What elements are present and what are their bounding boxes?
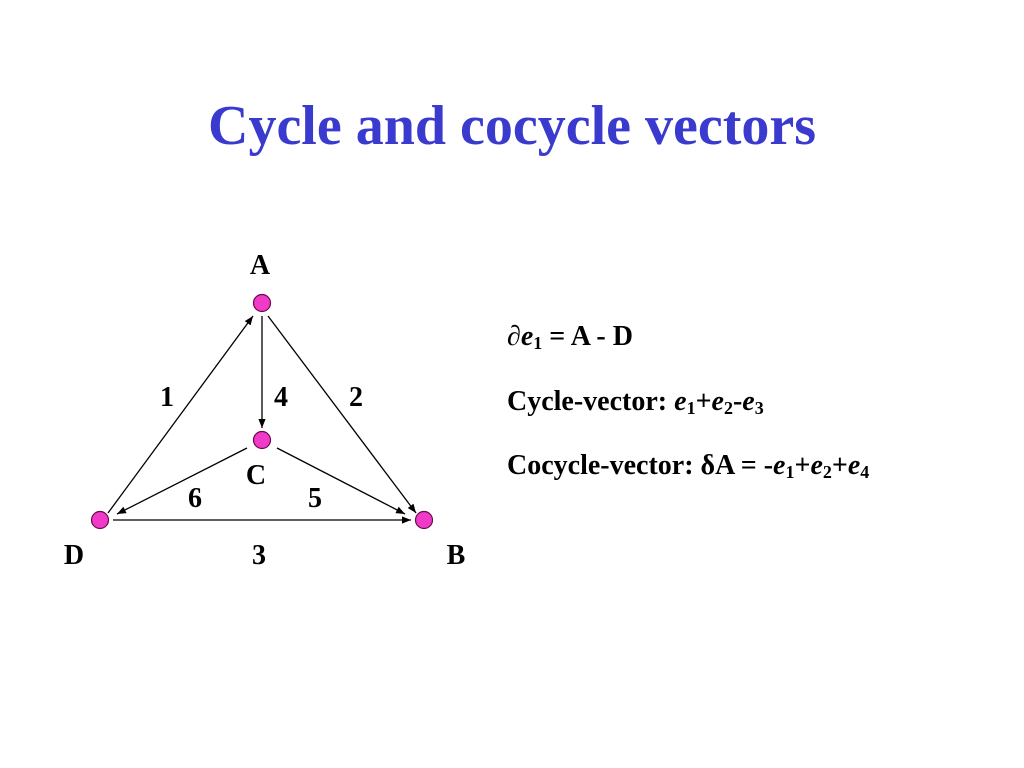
edge-1 [107,315,254,514]
cycle-term-1: e [674,386,687,417]
node-label-d: D [64,540,84,571]
slide-title: Cycle and cocycle vectors [208,95,816,157]
edge-label-2: 2 [349,382,363,413]
cocycle-sub-3: 4 [860,462,870,482]
node-a [252,293,272,313]
boundary-rhs: = A - D [542,321,633,352]
edge-label-3: 3 [252,540,266,571]
node-label-c: C [246,460,266,491]
edge-label-6: 6 [188,483,202,514]
edge-label-4: 4 [274,382,288,413]
node-d [90,510,110,530]
cocycle-term-3: e [847,450,861,481]
cocycle-op-1: + [794,450,811,481]
cocycle-sub-2: 2 [822,462,832,482]
node-c [252,430,272,450]
cycle-sub-1: 1 [686,398,696,418]
cycle-vector-equation: Cycle-vector: e1+e2-e3 [507,386,764,418]
cocycle-vector-equation: Cocycle-vector: δA = -e1+e2+e4 [507,450,870,482]
edge-label-5: 5 [308,483,322,514]
cocycle-label: Cocycle-vector: δA = - [507,450,774,481]
boundary-equation: ∂e1 = A - D [507,321,633,353]
boundary-edge-sub: 1 [533,333,543,353]
cycle-term-2: e [711,386,724,417]
cocycle-sub-1: 1 [785,462,795,482]
cocycle-op-2: + [831,450,848,481]
edge-6 [116,447,248,515]
cycle-op-2: - [732,386,743,417]
cocycle-term-2: e [810,450,823,481]
boundary-operator: ∂ [507,321,521,352]
cycle-label: Cycle-vector: [507,386,675,417]
node-label-b: B [447,540,466,571]
cycle-sub-2: 2 [723,398,733,418]
node-b [414,510,434,530]
cycle-term-3: e [742,386,755,417]
cycle-op-1: + [695,386,712,417]
edge-label-1: 1 [160,382,174,413]
cocycle-term-1: e [773,450,786,481]
cycle-sub-3: 3 [754,398,764,418]
edge-5 [276,447,406,515]
edge-2 [267,315,417,514]
node-label-a: A [250,250,271,281]
boundary-edge: e [520,321,534,352]
